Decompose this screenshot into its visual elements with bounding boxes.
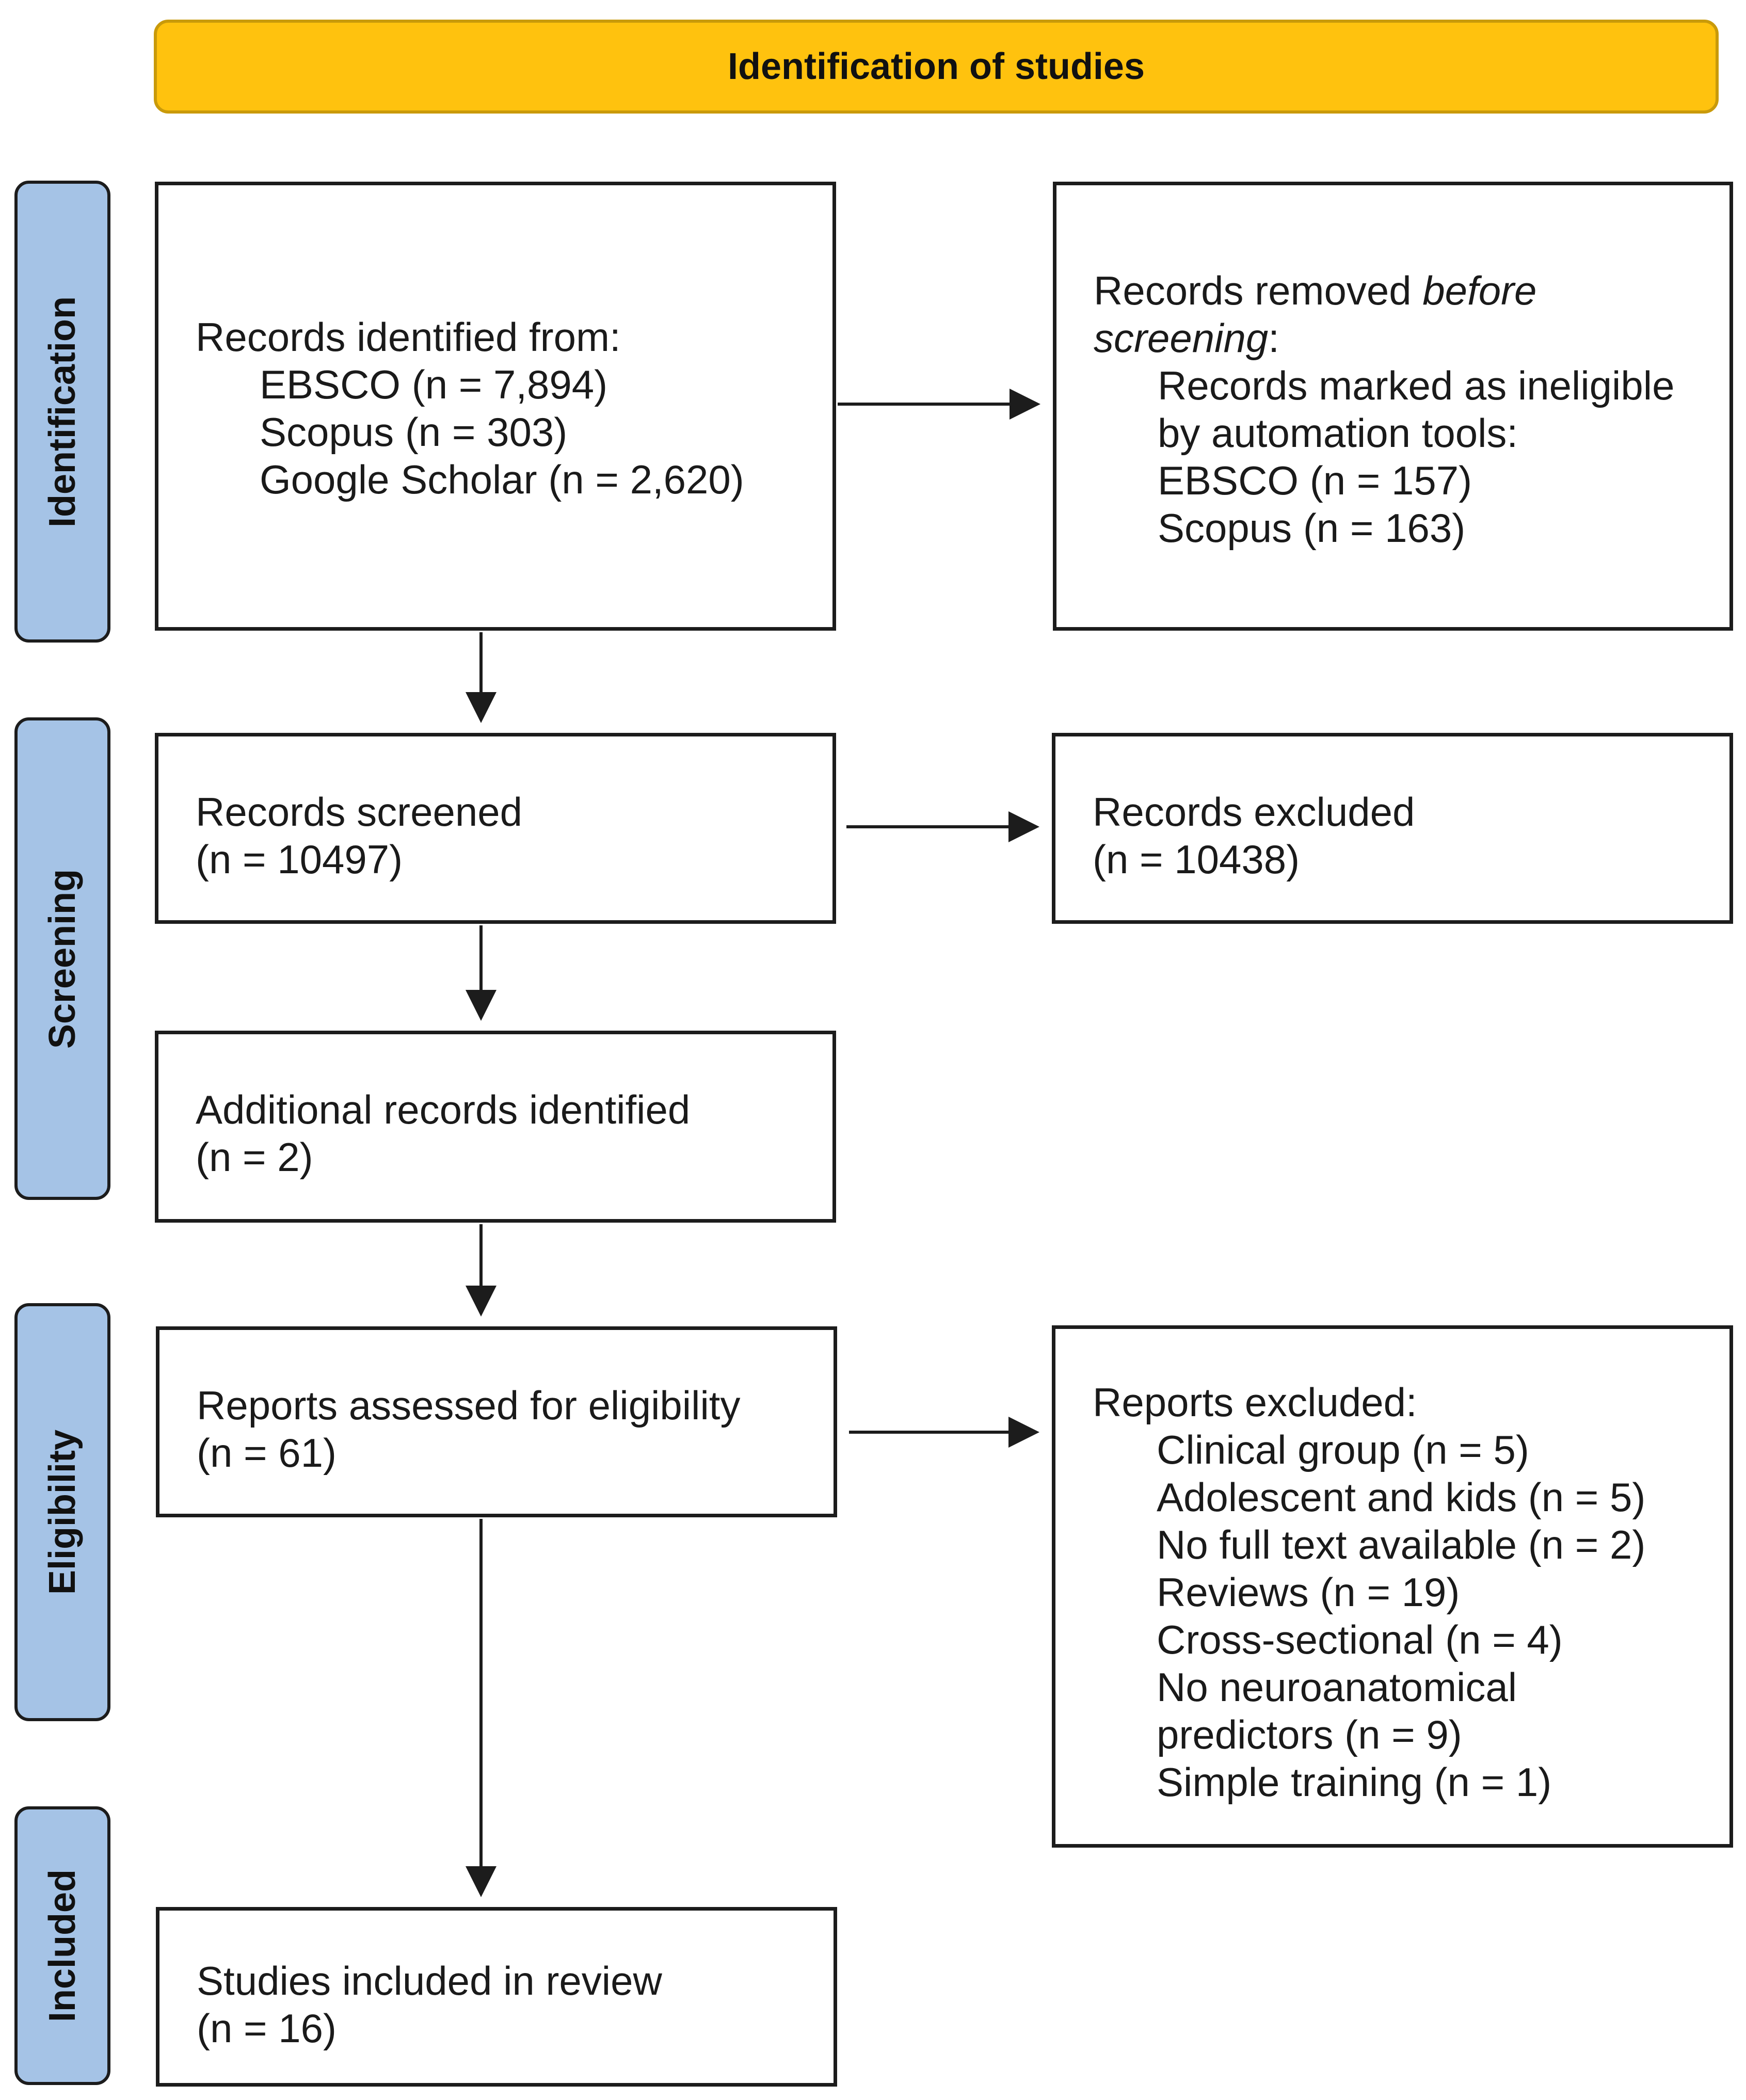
records-identified-heading: Records identified from: bbox=[196, 314, 621, 360]
studies-included-count: (n = 16) bbox=[197, 2006, 337, 2051]
records-screened-count: (n = 10497) bbox=[196, 837, 403, 882]
source-google-scholar: Google Scholar (n = 2,620) bbox=[260, 457, 744, 502]
records-removed-before: before bbox=[1422, 268, 1537, 313]
reports-assessed-label: Reports assessed for eligibility bbox=[197, 1383, 741, 1428]
records-removed-box: Records removed before screening: Record… bbox=[1053, 182, 1733, 631]
phase-label-included: Included bbox=[14, 1806, 110, 2085]
reason-clinical-group: Clinical group (n = 5) bbox=[1157, 1427, 1529, 1472]
records-removed-screening: screening bbox=[1094, 315, 1269, 361]
reports-excluded-heading: Reports excluded: bbox=[1093, 1380, 1417, 1425]
header-banner: Identification of studies bbox=[154, 20, 1719, 114]
records-identified-box: Records identified from: EBSCO (n = 7,89… bbox=[155, 182, 836, 631]
phase-label-identification: Identification bbox=[14, 181, 110, 643]
removed-line-ebsco: EBSCO (n = 157) bbox=[1158, 458, 1472, 503]
studies-included-box: Studies included in review (n = 16) bbox=[156, 1907, 837, 2087]
header-title: Identification of studies bbox=[727, 46, 1145, 87]
additional-records-count: (n = 2) bbox=[196, 1134, 313, 1180]
additional-records-label: Additional records identified bbox=[196, 1087, 691, 1132]
records-removed-heading-text: Records removed bbox=[1094, 268, 1423, 313]
reports-assessed-count: (n = 61) bbox=[197, 1430, 337, 1476]
records-removed-heading-line1: Records removed before bbox=[1094, 267, 1729, 314]
phase-label-screening: Screening bbox=[14, 717, 110, 1200]
records-removed-heading-line2: screening: bbox=[1094, 314, 1729, 362]
reason-cross-sectional: Cross-sectional (n = 4) bbox=[1157, 1617, 1563, 1662]
removed-line-ineligible: Records marked as ineligible bbox=[1158, 363, 1675, 408]
reason-reviews: Reviews (n = 19) bbox=[1157, 1569, 1460, 1615]
records-screened-label: Records screened bbox=[196, 789, 522, 835]
reason-predictors: predictors (n = 9) bbox=[1157, 1712, 1462, 1757]
reports-excluded-box: Reports excluded: Clinical group (n = 5)… bbox=[1052, 1325, 1733, 1848]
reports-assessed-box: Reports assessed for eligibility (n = 61… bbox=[156, 1326, 837, 1517]
records-excluded-label: Records excluded bbox=[1093, 789, 1415, 835]
reason-no-full-text: No full text available (n = 2) bbox=[1157, 1522, 1646, 1567]
records-removed-colon: : bbox=[1268, 315, 1279, 361]
records-excluded-count: (n = 10438) bbox=[1093, 837, 1300, 882]
records-excluded-box: Records excluded (n = 10438) bbox=[1052, 733, 1733, 924]
reason-simple-training: Simple training (n = 1) bbox=[1157, 1759, 1552, 1805]
reason-no-neuroanatomical: No neuroanatomical bbox=[1157, 1664, 1517, 1710]
removed-line-scopus: Scopus (n = 163) bbox=[1158, 505, 1466, 551]
source-ebsco: EBSCO (n = 7,894) bbox=[260, 362, 608, 407]
studies-included-label: Studies included in review bbox=[197, 1958, 662, 2003]
phase-label-eligibility: Eligibility bbox=[14, 1303, 110, 1721]
additional-records-box: Additional records identified (n = 2) bbox=[155, 1031, 836, 1223]
removed-line-automation: by automation tools: bbox=[1158, 410, 1518, 456]
source-scopus: Scopus (n = 303) bbox=[260, 409, 568, 455]
records-screened-box: Records screened (n = 10497) bbox=[155, 733, 836, 924]
reason-adolescent-kids: Adolescent and kids (n = 5) bbox=[1157, 1474, 1646, 1520]
